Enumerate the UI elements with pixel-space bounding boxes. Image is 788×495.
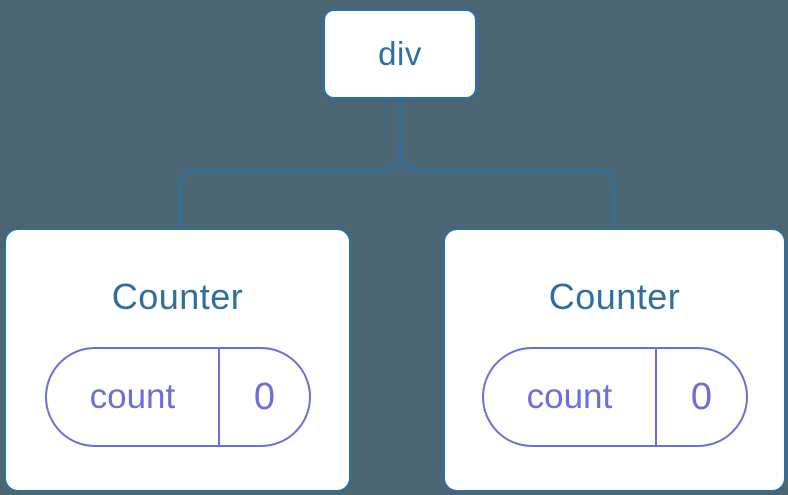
pill-divider-right: [655, 349, 658, 445]
state-pill-right: count 0: [481, 347, 748, 447]
root-node-label: div: [378, 35, 422, 72]
counter-node-left-title: Counter: [111, 276, 244, 317]
tree-edge-right: [398, 100, 616, 228]
pill-divider-left: [218, 349, 221, 445]
state-value-left: 0: [253, 375, 275, 418]
state-pill-left: count 0: [44, 347, 311, 447]
state-value-right: 0: [690, 375, 712, 418]
counter-node-right-title: Counter: [548, 276, 681, 317]
root-node-div: div: [322, 8, 478, 100]
counter-node-left: Counter count 0: [4, 228, 351, 492]
state-key-left: count: [89, 377, 176, 416]
state-key-right: count: [526, 377, 613, 416]
tree-edge-left: [178, 100, 402, 228]
counter-node-right: Counter count 0: [443, 228, 786, 492]
